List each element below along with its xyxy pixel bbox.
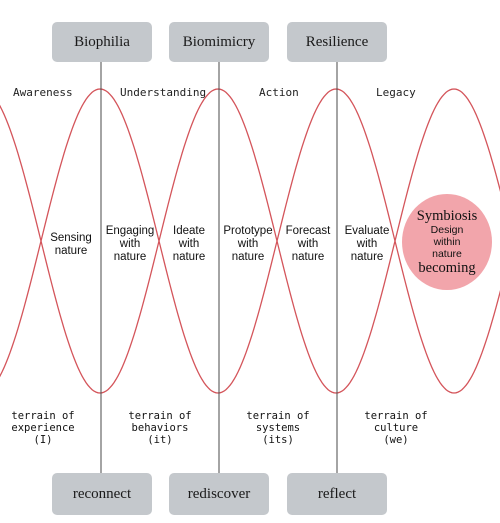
tab-biophilia: Biophilia — [52, 22, 152, 62]
symbiosis-title: Symbiosis — [416, 208, 478, 224]
wave-curve — [0, 88, 500, 394]
tab-biomimicry: Biomimicry — [169, 22, 269, 62]
phase-understanding: Understanding — [120, 86, 207, 99]
phase-awareness: Awareness — [13, 86, 73, 99]
tab-resilience: Resilience — [287, 22, 387, 62]
wave-curve — [0, 88, 500, 394]
tab-rediscover: rediscover — [169, 473, 269, 515]
symbiosis-line: Design — [430, 224, 464, 236]
tab-reconnect: reconnect — [52, 473, 152, 515]
phase-legacy: Legacy — [376, 86, 416, 99]
symbiosis-circle: Symbiosis Design within nature becoming — [402, 194, 492, 290]
phase-action: Action — [259, 86, 299, 99]
tab-reflect: reflect — [287, 473, 387, 515]
symbiosis-line: within — [433, 236, 461, 248]
symbiosis-footer: becoming — [418, 260, 476, 276]
symbiosis-line: nature — [432, 248, 462, 260]
